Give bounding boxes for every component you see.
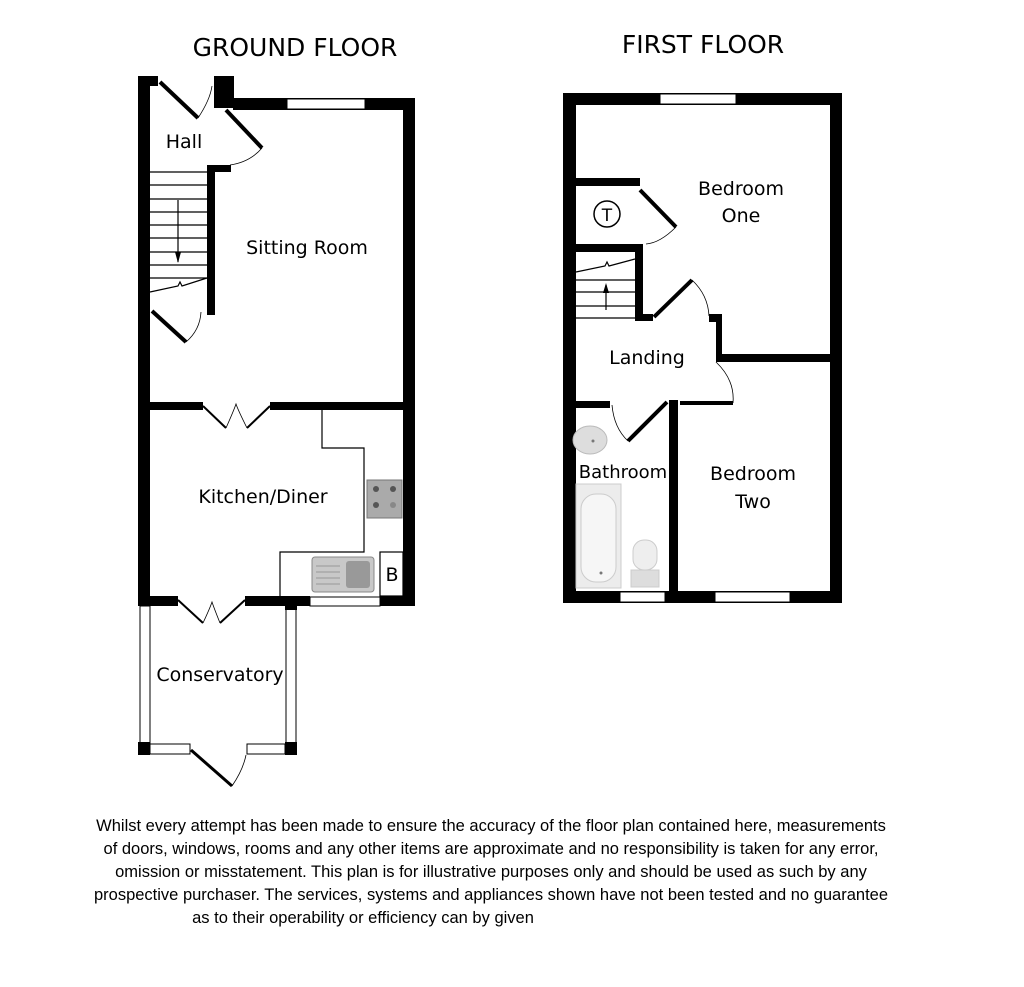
room-label-bedroom-one-line1: Bedroom	[698, 178, 784, 200]
toilet-icon	[630, 539, 660, 588]
ground-floor-plan: B	[138, 76, 415, 788]
water-tank-icon	[593, 200, 621, 228]
hob-icon	[366, 479, 403, 519]
room-label-kitchen-diner: Kitchen/Diner	[198, 486, 327, 508]
window	[659, 93, 737, 105]
room-label-bedroom-two-line1: Bedroom	[710, 463, 796, 485]
first-floor-plan: T	[563, 93, 842, 603]
window	[286, 98, 366, 110]
boiler-label: B	[385, 564, 398, 586]
ground-floor-title: GROUND FLOOR	[193, 33, 398, 62]
room-label-bedroom-one-line2: One	[722, 205, 761, 227]
window	[714, 591, 791, 603]
window	[619, 591, 666, 603]
room-label-conservatory: Conservatory	[156, 664, 283, 686]
room-label-sitting-room: Sitting Room	[246, 237, 368, 259]
room-label-landing: Landing	[609, 347, 685, 369]
disclaimer-line: as to their operability or efficiency ca…	[192, 909, 534, 927]
disclaimer-line: Whilst every attempt has been made to en…	[96, 817, 886, 835]
first-floor-title: FIRST FLOOR	[622, 30, 784, 59]
sink-icon	[311, 556, 375, 593]
staircase	[149, 171, 208, 293]
room-label-bedroom-two-line2: Two	[734, 491, 771, 513]
room-label-bathroom: Bathroom	[579, 462, 667, 483]
room-label-hall: Hall	[166, 131, 203, 153]
tank-label: T	[601, 206, 613, 226]
window	[309, 596, 381, 607]
disclaimer-line: of doors, windows, rooms and any other i…	[104, 840, 879, 858]
bath-icon	[575, 483, 622, 589]
basin-icon	[572, 425, 608, 455]
disclaimer-line: omission or misstatement. This plan is f…	[115, 863, 867, 881]
disclaimer-line: prospective purchaser. The services, sys…	[94, 886, 888, 904]
staircase	[575, 258, 636, 319]
